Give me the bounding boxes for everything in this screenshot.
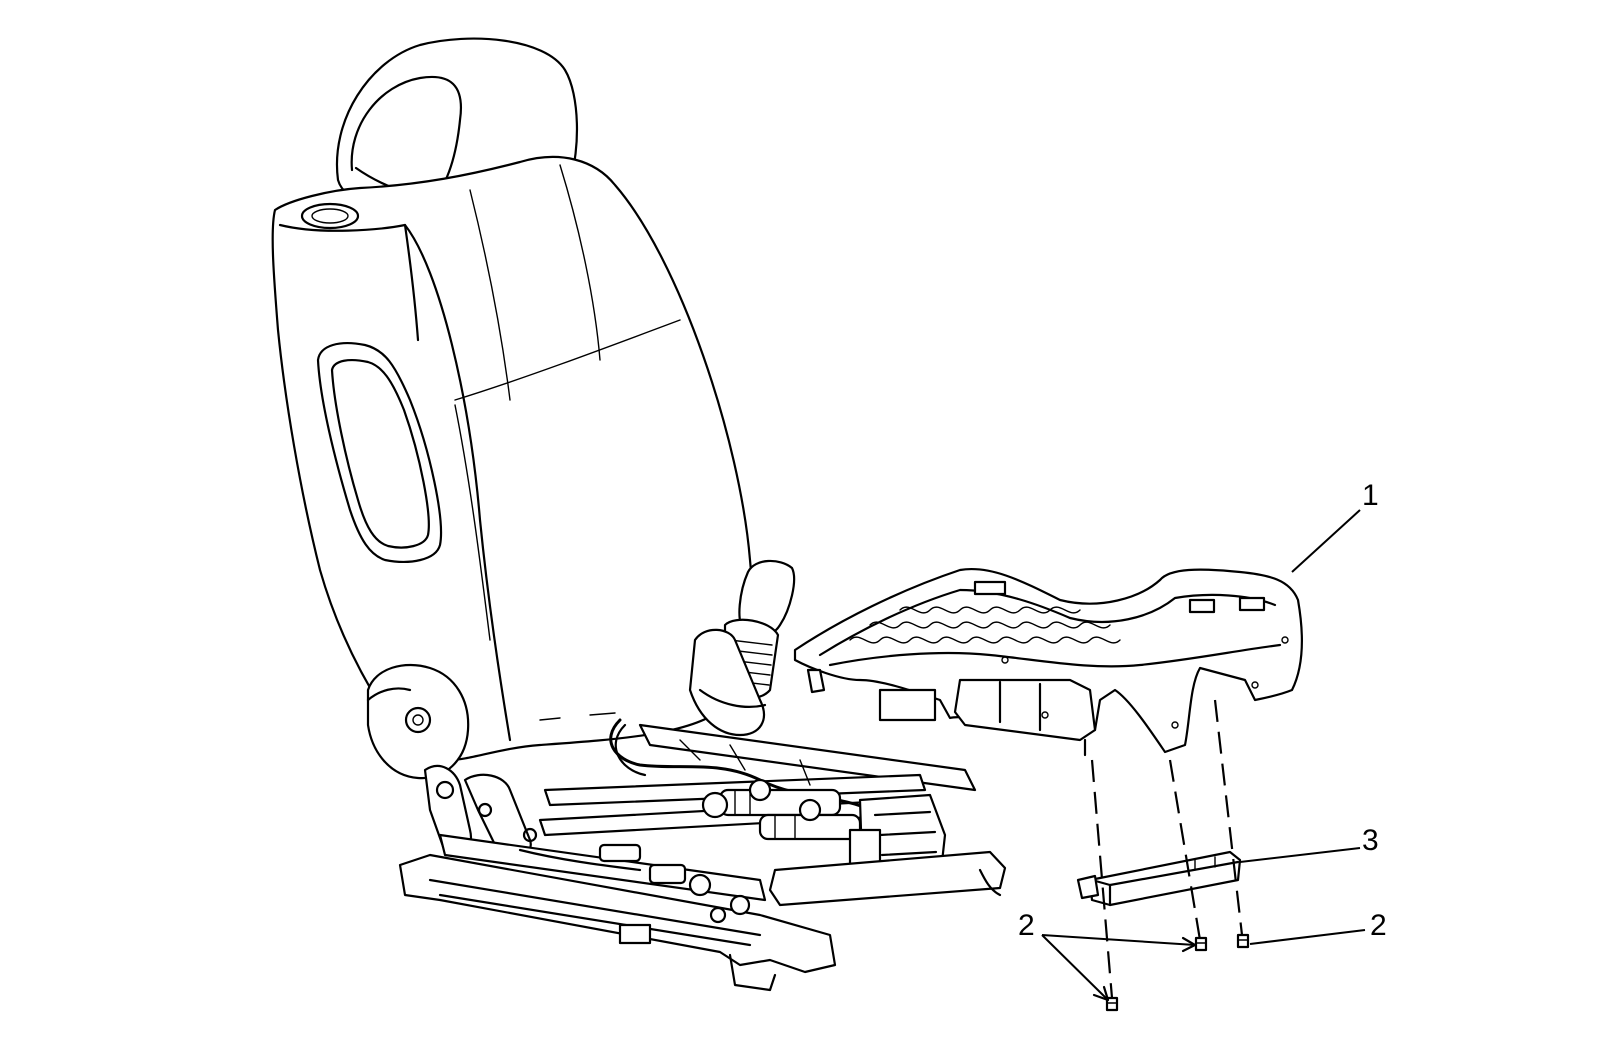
seat-back xyxy=(271,37,754,780)
callout-2-left: 2 xyxy=(1018,909,1035,942)
seat-cushion-pan xyxy=(793,568,1303,757)
callout-1: 1 xyxy=(1362,479,1379,512)
bolt xyxy=(1105,996,1119,1012)
seat-frame xyxy=(398,718,1007,992)
callout-3: 3 xyxy=(1362,824,1379,857)
fasteners xyxy=(1105,933,1250,1012)
bolt xyxy=(1236,933,1250,949)
seat-belt-buckle xyxy=(688,559,796,737)
bracket xyxy=(1076,850,1242,907)
callouts: 1 2 2 3 xyxy=(1018,479,1387,942)
callout-2-right: 2 xyxy=(1370,909,1387,942)
leader-lines xyxy=(1041,509,1366,1002)
alignment-lines xyxy=(1090,699,1244,999)
bolt xyxy=(1194,936,1208,952)
